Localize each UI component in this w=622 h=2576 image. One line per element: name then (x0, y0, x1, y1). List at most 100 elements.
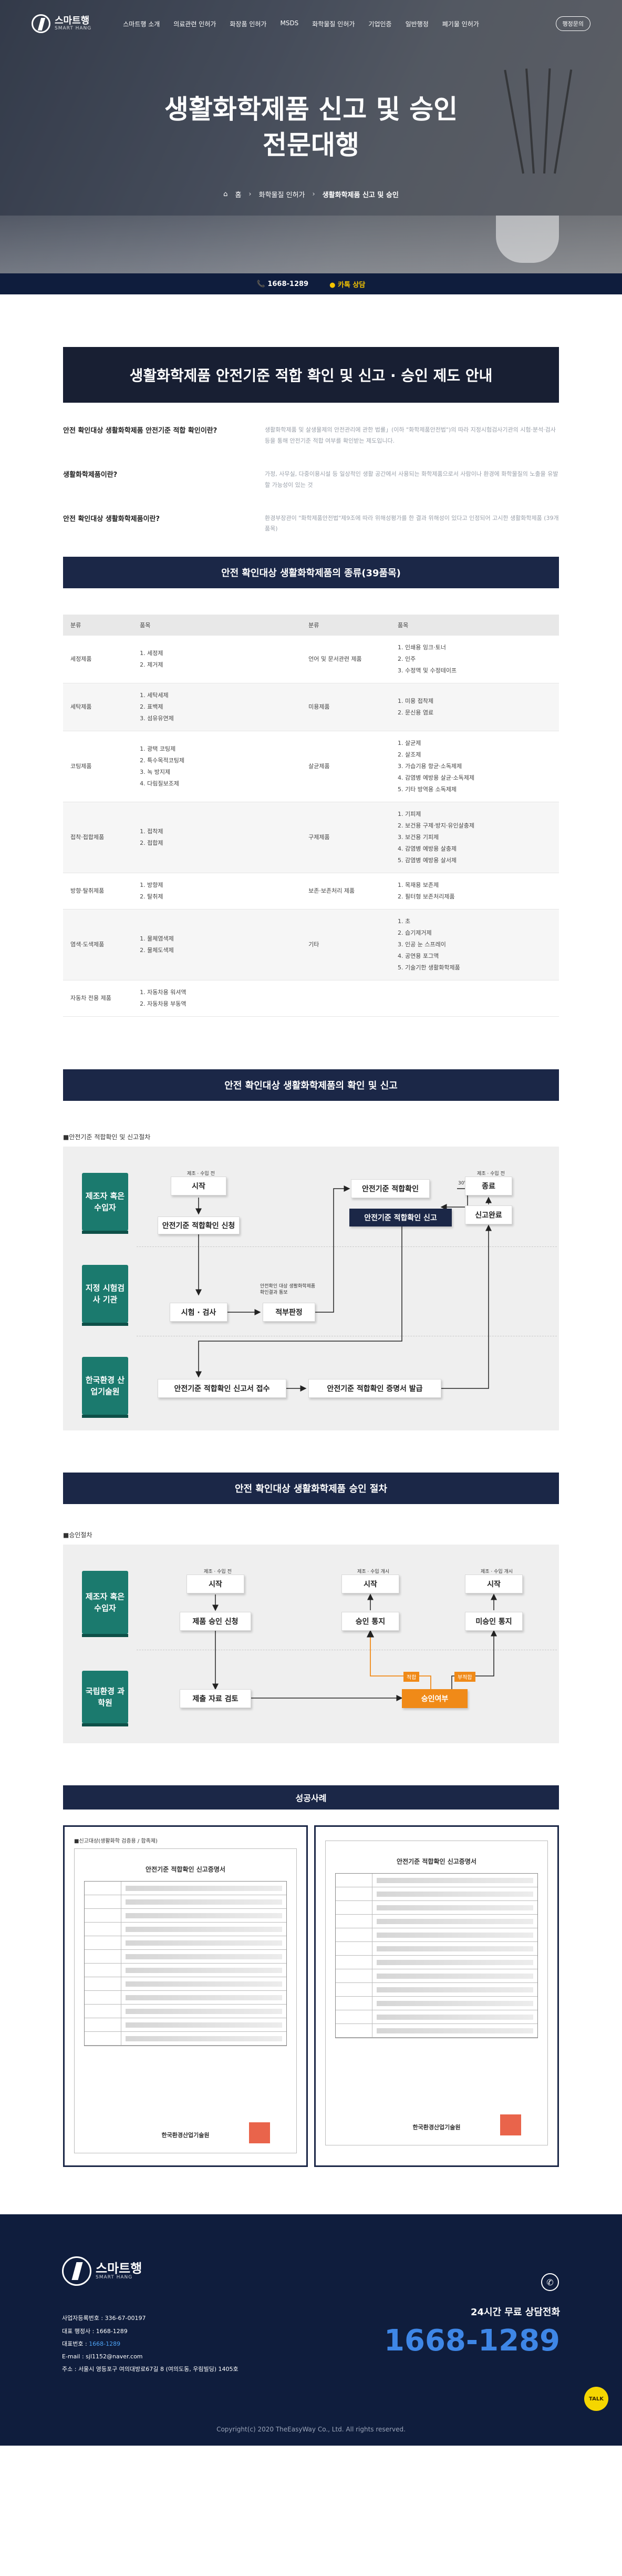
logo-mark-icon (62, 2256, 91, 2286)
qa-answer: 가정, 사무실, 다중이용시설 등 일상적인 생활 공간에서 사용되는 화학제품… (265, 470, 558, 488)
menu-item-medical[interactable]: 의료관련 인허가 (173, 20, 216, 28)
table-cell-category: 언어 및 문서관련 제품 (301, 636, 391, 684)
report-flow-arrows (195, 1185, 492, 1392)
breadcrumb-home[interactable]: 홈 (235, 191, 242, 199)
table-cell-category: 기타 (301, 909, 391, 981)
breadcrumb-category[interactable]: 화학물질 인허가 (258, 191, 305, 199)
table-cell-item: 2. 접합제 (140, 840, 163, 847)
table-cell-category: 접착·접합제품 (63, 802, 133, 874)
certificate-image: 안전기준 적합확인 신고증명서 한국환경산업기술원 (74, 1848, 297, 2154)
certificate-image: 안전기준 적합확인 신고증명서 한국환경산업기술원 (325, 1841, 548, 2146)
flow-receive: 안전기준 적합확인 신고서 접수 (158, 1379, 286, 1398)
table-row: 코팅제품 1. 광택 코팅제 2. 특수목적코팅제 3. 녹 방지제 4. 다림질보조제… (63, 731, 559, 803)
flow-end: 종료 (465, 1177, 512, 1196)
menu-item-cert[interactable]: 기업인증 (368, 20, 392, 28)
flow-apply: 제품 승인 신청 (180, 1612, 251, 1631)
inquiry-button[interactable]: 행정문의 (555, 16, 590, 31)
table-cell-item: 1. 자동차용 워셔액 (140, 989, 186, 996)
table-cell-item: 1. 방향제 (140, 882, 163, 889)
table-cell-category: 세탁제품 (63, 683, 133, 732)
table-cell-item: 4. 다림질보조제 (140, 780, 179, 788)
table-cell-category: 염색·도색제품 (63, 909, 133, 981)
table-cell-category: 구제제품 (301, 802, 391, 874)
table-cell-item: 4. 감염병 예방용 살충제 (398, 845, 457, 853)
table-cell-item: 1. 인쇄용 잉크·토너 (398, 644, 446, 651)
contact-bar: 📞 1668-1289 ● 카톡 상담 (0, 273, 622, 294)
table-cell-item: 5. 감염병 예방용 살서제 (398, 857, 457, 864)
table-cell-item: 1. 초 (398, 918, 411, 925)
qa-item: 안전 확인대상 생활화학제품 안전기준 적합 확인이란? 생활화학제품 및 살생… (63, 425, 559, 447)
menu-item-waste[interactable]: 폐기물 인허가 (442, 20, 479, 28)
chevron-right-icon: › (248, 190, 252, 198)
footer-phone[interactable]: 1668-1289 (384, 2324, 560, 2358)
approval-diagram-label: ■승인절차 (63, 1531, 92, 1539)
table-cell-item: 3. 수정액 및 수정테이프 (398, 667, 457, 674)
flow-result: 승인여부 (402, 1689, 468, 1709)
case-card[interactable]: ■신고대상(생활화학 검증용 / 합족제) 안전기준 적합확인 신고증명서 (63, 1825, 308, 2168)
table-cell-category (301, 980, 391, 1017)
certificate-title: 안전기준 적합확인 신고증명서 (397, 1858, 476, 1866)
table-cell-item: 2. 제거제 (140, 661, 163, 669)
certificate-title: 안전기준 적합확인 신고증명서 (146, 1866, 225, 1874)
table-cell-item: 1. 세탁세제 (140, 692, 169, 699)
home-icon[interactable]: ⌂ (223, 190, 228, 198)
table-cell-item: 1. 세정제 (140, 650, 163, 657)
flow-start: 시작 (186, 1575, 244, 1594)
logo-sub: SMART HANG (55, 26, 92, 31)
logo[interactable]: 스마트행 SMART HANG (32, 14, 91, 33)
flow-start2: 시작 (341, 1575, 399, 1594)
menu-item-intro[interactable]: 스마트행 소개 (123, 20, 160, 28)
table-cell-item: 2. 살조제 (398, 751, 421, 759)
qa-question: 안전 확인대상 생활화학제품 안전기준 적합 확인이란? (63, 427, 217, 435)
flow-issue: 안전기준 적합확인 증명서 발급 (308, 1379, 441, 1398)
phone-link[interactable]: 📞 1668-1289 (256, 280, 309, 288)
footer: 스마트행 SMART HANG 사업자등록번호 : 336-67-00197 대… (0, 2214, 622, 2446)
menu-item-msds[interactable]: MSDS (280, 19, 299, 27)
table-cell-category: 미용제품 (301, 683, 391, 732)
menu-item-chemical[interactable]: 화학물질 인허가 (312, 20, 355, 28)
footer-logo[interactable]: 스마트행 SMART HANG (62, 2256, 142, 2286)
table-cell-category: 코팅제품 (63, 731, 133, 803)
table-cell-category: 보존·보존처리 제품 (301, 873, 391, 910)
lane-maker: 제조자 혹은 수입자 (82, 1571, 128, 1638)
flow-confirm: 안전기준 적합확인 (351, 1179, 430, 1199)
table-cell-item: 3. 보건용 기피제 (398, 834, 439, 841)
flow-report: 안전기준 적합확인 신고 (349, 1209, 452, 1227)
intro-qa: 안전 확인대상 생활화학제품 안전기준 적합 확인이란? 생활화학제품 및 살생… (63, 425, 559, 535)
table-header: 분류 (301, 615, 391, 636)
flow-notice-ok: 승인 통지 (341, 1612, 399, 1631)
table-cell-item: 1. 광택 코팅제 (140, 745, 176, 753)
table-cell-item: 2. 특수목적코팅제 (140, 757, 184, 764)
menu-item-general[interactable]: 일반행정 (405, 20, 429, 28)
case-card[interactable]: 안전기준 적합확인 신고증명서 한국환경산업기술원 (314, 1825, 559, 2168)
main-menu: 스마트행 소개 의료관련 인허가 화장품 인허가 MSDS 화학물질 인허가 기… (123, 19, 479, 28)
report-diagram-label: ■안전기준 적합확인 및 신고절차 (63, 1133, 151, 1141)
table-cell-item: 3. 인공 눈 스프레이 (398, 941, 446, 948)
qa-question: 생활화학제품이란? (63, 471, 118, 479)
chevron-right-icon: › (312, 190, 315, 198)
case-label: ■신고대상(생활화학 검증용 / 합족제) (74, 1838, 158, 1845)
table-cell-item: 1. 목재용 보존제 (398, 882, 439, 889)
kakao-chat-button[interactable]: TALK (584, 2387, 608, 2411)
approval-banner: 안전 확인대상 생활화학제품 승인 절차 (63, 1473, 559, 1505)
table-header: 분류 (63, 615, 133, 636)
qa-item: 생활화학제품이란? 가정, 사무실, 다중이용시설 등 일상적인 생활 공간에서… (63, 469, 559, 491)
top-nav: 스마트행 SMART HANG 스마트행 소개 의료관련 인허가 화장품 인허가… (0, 0, 622, 47)
breadcrumb-current: 생활화학제품 신고 및 승인 (322, 191, 399, 199)
flow-ok-tag: 적합 (403, 1672, 420, 1682)
table-cell-item: 1. 물체염색제 (140, 935, 174, 943)
qa-question: 안전 확인대상 생활화학제품이란? (63, 515, 160, 523)
table-cell-item: 3. 녹 방지제 (140, 769, 171, 776)
table-cell-category: 살균제품 (301, 731, 391, 803)
flow-review: 제출 자료 검토 (180, 1689, 251, 1709)
footer-info: 사업자등록번호 : 336-67-00197 대표 행정사 : 1668-128… (62, 2315, 239, 2373)
flow-no-tag: 부적합 (454, 1672, 475, 1682)
flow-done: 신고완료 (465, 1205, 512, 1225)
table-cell-item: 2. 자동차용 부동액 (140, 1000, 186, 1008)
menu-item-cosmetic[interactable]: 화장품 인허가 (230, 20, 267, 28)
kakao-link[interactable]: ● 카톡 상담 (329, 281, 366, 289)
